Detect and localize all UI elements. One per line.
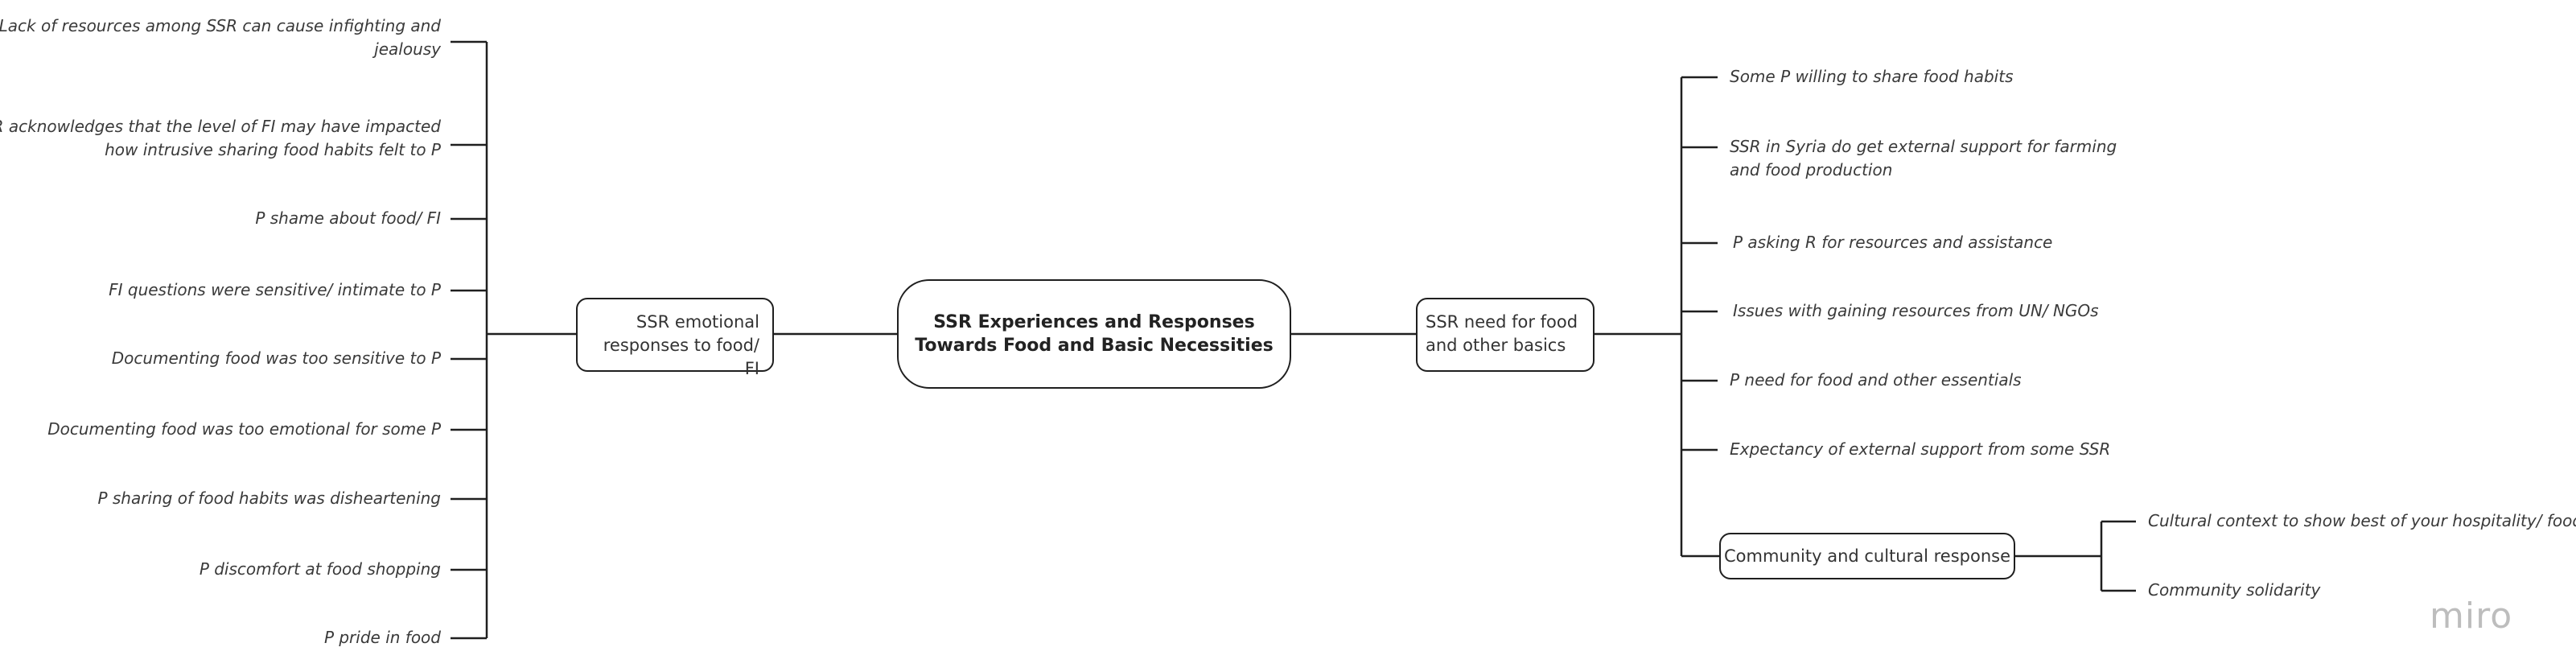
community-branch-label: Community and cultural response (1723, 546, 2011, 566)
miro-logo: miro (2430, 596, 2513, 637)
left-leaf-8-line-1: P pride in food (323, 628, 441, 647)
central-topic-line-1: SSR Experiences and Responses (933, 312, 1255, 332)
right-branch-node[interactable]: SSR need for food and other basics (1416, 298, 1595, 372)
right-leaf-1-line-1: SSR in Syria do get external support for… (1730, 137, 2117, 156)
right-branch-label-line-2: and other basics (1426, 336, 1566, 355)
left-leaf-3-line-1: FI questions were sensitive/ intimate to… (109, 280, 441, 299)
left-leaf-4[interactable]: Documenting food was too sensitive to P (112, 347, 441, 370)
right-leaf-3[interactable]: Issues with gaining resources from UN/ N… (1733, 299, 2099, 323)
right-leaf-1[interactable]: SSR in Syria do get external support for… (1730, 135, 2117, 182)
left-branch-node[interactable]: SSR emotional responses to food/ FI (576, 298, 774, 378)
community-leaf-1-line-1: Community solidarity (2148, 580, 2321, 600)
left-leaf-0[interactable]: Lack of resources among SSR can cause in… (0, 14, 441, 61)
right-branch-label-line-1: SSR need for food (1426, 312, 1578, 332)
left-leaf-3[interactable]: FI questions were sensitive/ intimate to… (109, 278, 441, 302)
left-leaf-0-line-1: Lack of resources among SSR can cause in… (0, 16, 441, 35)
left-leaf-1-line-2: how intrusive sharing food habits felt t… (105, 140, 441, 159)
community-leaf-1[interactable]: Community solidarity (2148, 579, 2320, 602)
left-leaf-8[interactable]: P pride in food (324, 626, 441, 649)
right-leaf-0-line-1: Some P willing to share food habits (1730, 67, 2014, 86)
right-leaf-0[interactable]: Some P willing to share food habits (1730, 65, 2014, 89)
left-leaf-1-line-1: R acknowledges that the level of FI may … (0, 117, 441, 136)
community-branch-node[interactable]: Community and cultural response (1719, 533, 2015, 579)
left-branch-label-line-1: SSR emotional (636, 312, 759, 332)
central-topic-line-2: Towards Food and Basic Necessities (915, 336, 1274, 356)
left-branch-label-line-2: responses to food/ FI (603, 336, 759, 378)
left-leaf-1[interactable]: R acknowledges that the level of FI may … (0, 115, 441, 162)
left-leaf-6-line-1: P sharing of food habits was dishearteni… (97, 489, 441, 508)
central-topic-node[interactable]: SSR Experiences and Responses Towards Fo… (897, 279, 1291, 389)
left-leaf-6[interactable]: P sharing of food habits was dishearteni… (97, 487, 441, 510)
community-leaf-0-line-1: Cultural context to show best of your ho… (2148, 511, 2576, 530)
left-leaf-4-line-1: Documenting food was too sensitive to P (111, 348, 441, 368)
left-leaf-2-line-1: P shame about food/ FI (255, 208, 441, 228)
left-leaf-2[interactable]: P shame about food/ FI (255, 207, 441, 230)
right-leaf-4-line-1: P need for food and other essentials (1730, 370, 2022, 390)
left-leaf-5[interactable]: Documenting food was too emotional for s… (47, 418, 441, 441)
right-leaf-2-line-1: P asking R for resources and assistance (1733, 233, 2053, 252)
right-leaf-3-line-1: Issues with gaining resources from UN/ N… (1733, 301, 2099, 320)
right-leaf-4[interactable]: P need for food and other essentials (1730, 369, 2022, 392)
left-leaf-0-line-2: jealousy (374, 39, 441, 59)
left-leaf-7-line-1: P discomfort at food shopping (199, 559, 441, 579)
right-leaf-5[interactable]: Expectancy of external support from some… (1730, 438, 2110, 461)
right-leaf-2[interactable]: P asking R for resources and assistance (1733, 231, 2052, 254)
community-leaf-0[interactable]: Cultural context to show best of your ho… (2148, 509, 2576, 533)
left-leaf-7[interactable]: P discomfort at food shopping (200, 558, 441, 581)
right-leaf-5-line-1: Expectancy of external support from some… (1730, 439, 2111, 459)
right-leaf-1-line-2: and food production (1730, 160, 1893, 179)
left-leaf-5-line-1: Documenting food was too emotional for s… (47, 419, 441, 439)
